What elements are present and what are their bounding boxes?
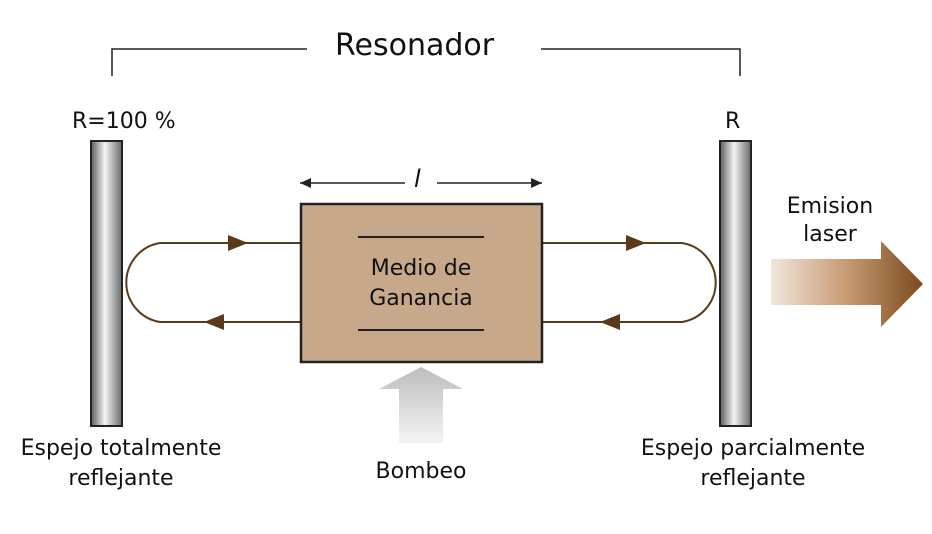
- right-mirror: [719, 140, 752, 427]
- right-mirror-reflectivity: R: [725, 109, 741, 134]
- left-mirror-caption-line1: Espejo totalmente: [20, 436, 222, 461]
- right-mirror-caption-line2: reflejante: [700, 466, 806, 491]
- left-mirror: [90, 140, 123, 427]
- gain-medium-label-line2: Ganancia: [369, 286, 473, 311]
- resonator-bracket-left: [111, 48, 307, 76]
- beam-arrow-left-right: [600, 314, 620, 330]
- left-mirror-caption-line2: reflejante: [68, 466, 174, 491]
- beam-arrow-right-right: [626, 235, 646, 251]
- right-mirror-caption-line1: Espejo parcialmente: [640, 436, 866, 461]
- gain-medium-label-line1: Medio de: [370, 256, 472, 281]
- gain-medium-box: [299, 202, 544, 364]
- emission-arrow: [771, 241, 923, 327]
- length-arrow-right: [531, 178, 542, 188]
- pump-arrow: [379, 367, 463, 443]
- left-beam-loop: [125, 242, 300, 323]
- length-symbol: l: [414, 165, 421, 193]
- beam-paths: [125, 242, 717, 323]
- length-arrow-left: [300, 178, 311, 188]
- left-mirror-reflectivity: R=100 %: [72, 109, 176, 134]
- beam-arrow-left-left: [204, 314, 224, 330]
- resonator-bracket-right: [541, 48, 741, 76]
- emission-label-line1: Emision: [786, 194, 874, 219]
- beam-arrow-right-left: [228, 235, 248, 251]
- resonator-title: Resonador: [335, 28, 495, 63]
- pump-label: Bombeo: [375, 459, 467, 484]
- emission-label-line2: laser: [803, 222, 857, 247]
- right-beam-loop: [542, 242, 717, 323]
